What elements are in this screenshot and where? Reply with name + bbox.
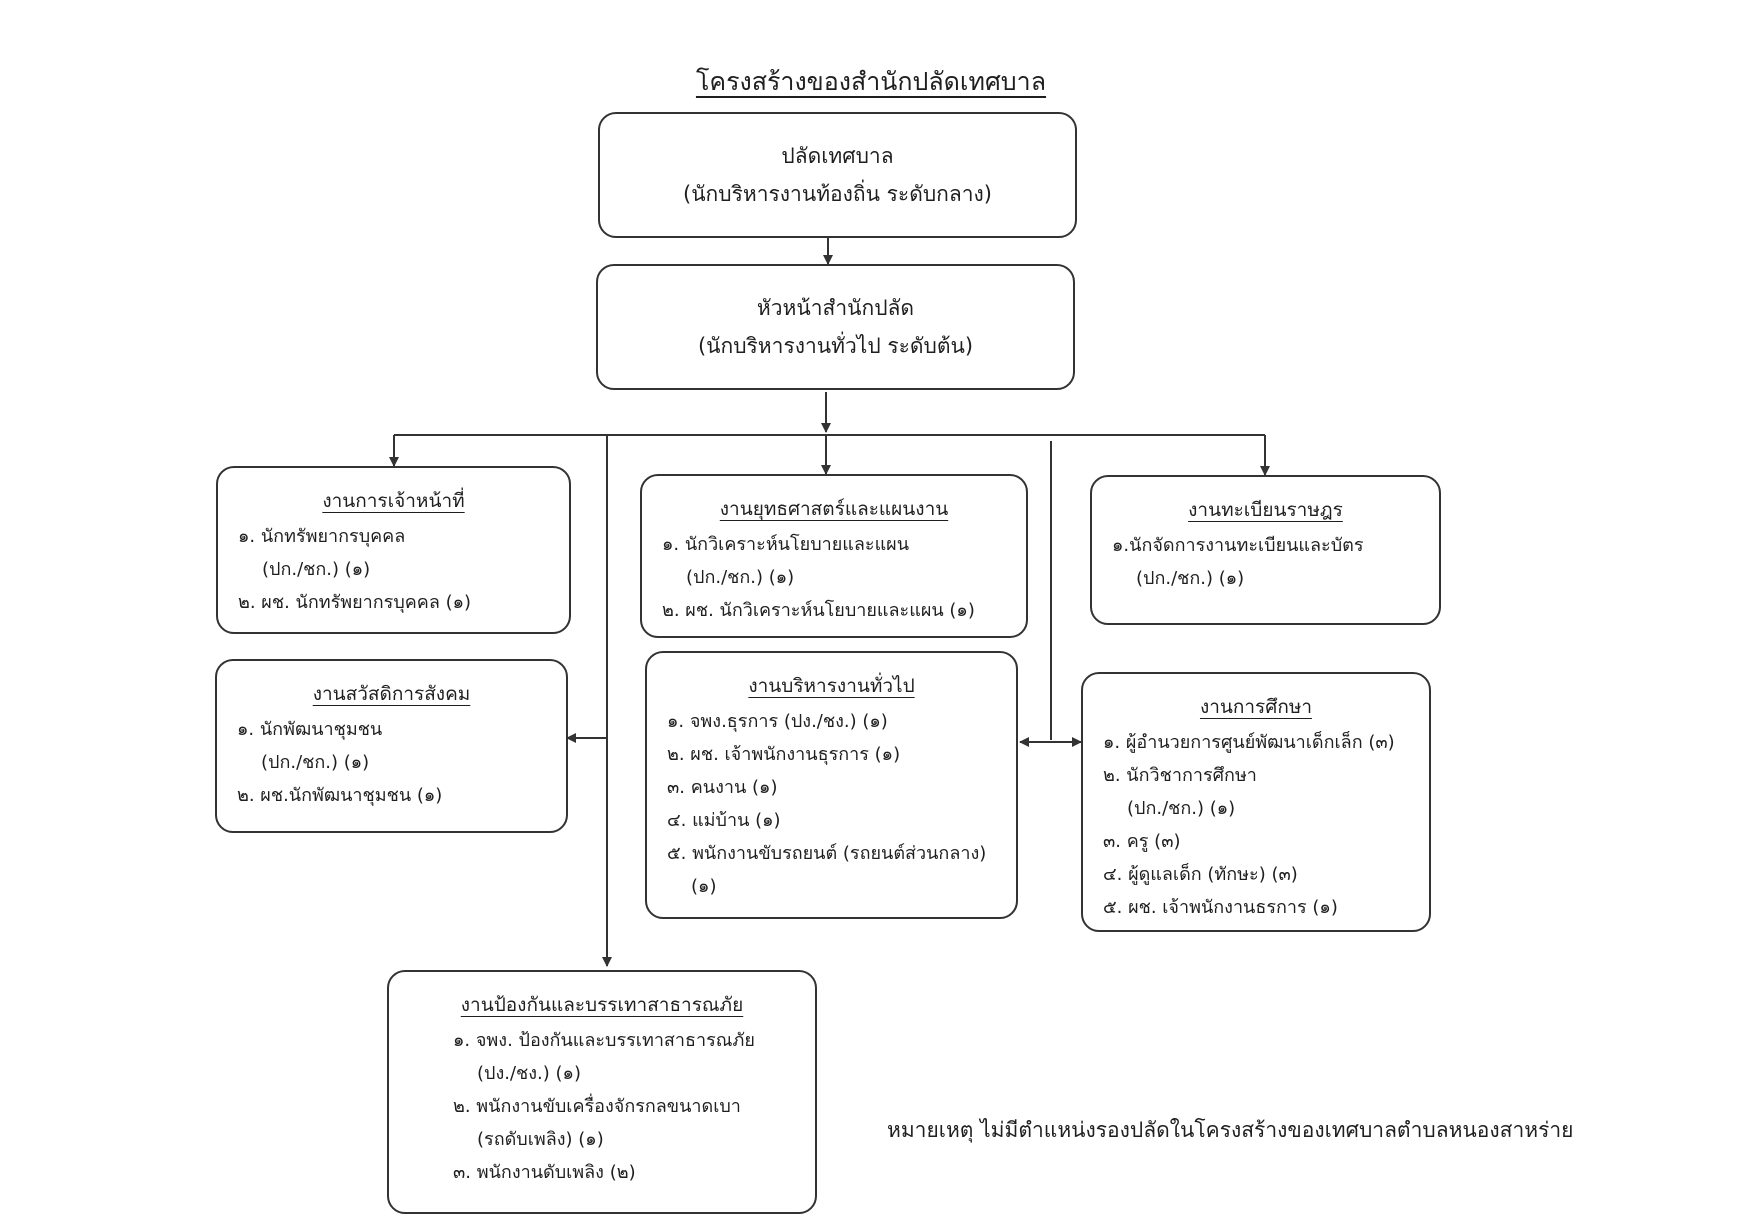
registration-title: งานทะเบียนราษฎร (1188, 499, 1343, 521)
general-admin-item: ๓. คนงาน (๑) (667, 777, 778, 798)
general-admin-title: งานบริหารงานทั่วไป (748, 675, 915, 697)
box-education: งานการศึกษา ๑. ผู้อำนวยการศูนย์พัฒนาเด็ก… (1081, 672, 1431, 932)
office-head-level: (นักบริหารงานทั่วไป ระดับต้น) (697, 334, 974, 358)
registration-item: ๑.นักจัดการงานทะเบียนและบัตร (1112, 535, 1364, 556)
education-item: ๒. นักวิชาการศึกษา (1103, 765, 1257, 786)
general-admin-item: ๑. จพง.ธุรการ (ปง./ชง.) (๑) (667, 711, 888, 732)
education-item: ๕. ผช. เจ้าพนักงานธรการ (๑) (1103, 897, 1338, 918)
box-personnel: งานการเจ้าหน้าที่ ๑. นักทรัพยากรบุคคล (ป… (216, 466, 571, 634)
municipal-clerk-level: (นักบริหารงานท้องถิ่น ระดับกลาง) (683, 182, 992, 206)
strategy-item: ๒. ผช. นักวิเคราะห์นโยบายและแผน (๑) (662, 600, 975, 621)
welfare-item: (ปก./ชก.) (๑) (261, 752, 370, 773)
education-item: ๓. ครู (๓) (1103, 831, 1181, 852)
general-admin-item: ๕. พนักงานขับรถยนต์ (รถยนต์ส่วนกลาง) (667, 843, 987, 864)
box-general-admin: งานบริหารงานทั่วไป ๑. จพง.ธุรการ (ปง./ชง… (645, 651, 1018, 919)
welfare-title: งานสวัสดิการสังคม (312, 683, 471, 705)
strategy-item: (ปก./ชก.) (๑) (686, 567, 795, 588)
education-item: ๑. ผู้อำนวยการศูนย์พัฒนาเด็กเล็ก (๓) (1103, 732, 1395, 753)
municipal-clerk-title: ปลัดเทศบาล (781, 144, 894, 168)
education-item: (ปก./ชก.) (๑) (1127, 798, 1236, 819)
personnel-title: งานการเจ้าหน้าที่ (322, 490, 465, 512)
box-municipal-clerk: ปลัดเทศบาล (นักบริหารงานท้องถิ่น ระดับกล… (598, 112, 1077, 238)
office-head-title: หัวหน้าสำนักปลัด (756, 296, 915, 320)
personnel-item: ๑. นักทรัพยากรบุคคล (238, 526, 406, 547)
disaster-prevention-item: ๓. พนักงานดับเพลิง (๒) (453, 1162, 636, 1183)
box-disaster-prevention: งานป้องกันและบรรเทาสาธารณภัย ๑. จพง. ป้อ… (387, 970, 817, 1214)
strategy-item: ๑. นักวิเคราะห์นโยบายและแผน (662, 534, 910, 555)
disaster-prevention-item: (รถดับเพลิง) (๑) (477, 1129, 604, 1150)
footnote: หมายเหตุ ไม่มีตำแหน่งรองปลัดในโครงสร้างข… (887, 1118, 1574, 1142)
strategy-title: งานยุทธศาสตร์และแผนงาน (719, 498, 949, 520)
box-strategy: งานยุทธศาสตร์และแผนงาน ๑. นักวิเคราะห์นโ… (640, 474, 1028, 638)
welfare-item: ๒. ผช.นักพัฒนาชุมชน (๑) (237, 785, 443, 806)
registration-item: (ปก./ชก.) (๑) (1136, 568, 1245, 589)
box-welfare: งานสวัสดิการสังคม ๑. นักพัฒนาชุมชน (ปก./… (215, 659, 568, 833)
chart-title: โครงสร้างของสำนักปลัดเทศบาล (695, 67, 1047, 96)
disaster-prevention-item: ๑. จพง. ป้องกันและบรรเทาสาธารณภัย (453, 1030, 755, 1051)
disaster-prevention-title: งานป้องกันและบรรเทาสาธารณภัย (460, 994, 744, 1016)
personnel-item: ๒. ผช. นักทรัพยากรบุคคล (๑) (238, 592, 472, 613)
box-registration: งานทะเบียนราษฎร ๑.นักจัดการงานทะเบียนและ… (1090, 475, 1441, 625)
disaster-prevention-item: ๒. พนักงานขับเครื่องจักรกลขนาดเบา (453, 1096, 741, 1117)
welfare-item: ๑. นักพัฒนาชุมชน (237, 719, 383, 740)
disaster-prevention-item: (ปง./ชง.) (๑) (477, 1063, 581, 1084)
education-item: ๔. ผู้ดูแลเด็ก (ทักษะ) (๓) (1103, 864, 1298, 885)
general-admin-item: ๒. ผช. เจ้าพนักงานธุรการ (๑) (667, 744, 901, 765)
general-admin-item: (๑) (691, 876, 717, 897)
general-admin-item: ๔. แม่บ้าน (๑) (667, 810, 781, 831)
education-title: งานการศึกษา (1199, 696, 1313, 718)
box-office-head: หัวหน้าสำนักปลัด (นักบริหารงานทั่วไป ระด… (596, 264, 1075, 390)
personnel-item: (ปก./ชก.) (๑) (262, 559, 371, 580)
